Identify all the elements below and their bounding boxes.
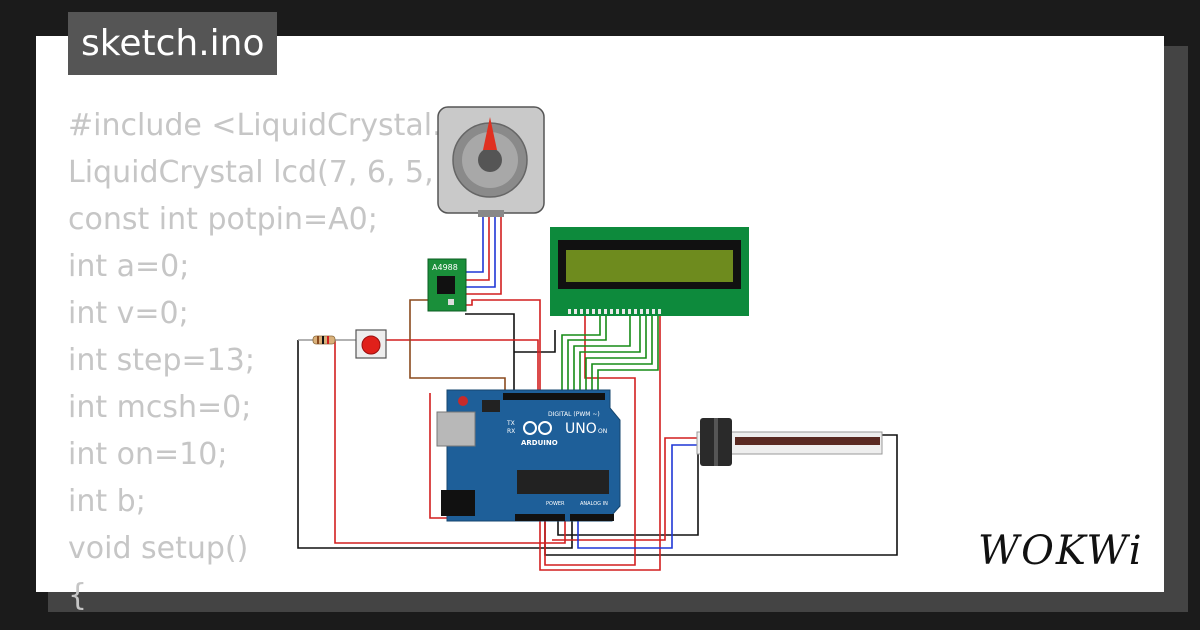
resistor[interactable] <box>298 335 358 345</box>
board-brand: ARDUINO <box>521 439 558 447</box>
code-preview: #include <LiquidCrystal.h LiquidCrystal … <box>68 102 462 619</box>
driver-label: A4988 <box>432 263 458 272</box>
wire-black <box>557 450 699 536</box>
wire-brown <box>409 299 506 395</box>
wire-black <box>297 340 573 549</box>
wire-red <box>466 215 490 281</box>
digital-header-label: DIGITAL (PWM ~) <box>548 411 600 418</box>
code-line: #include <LiquidCrystal.h <box>68 108 461 143</box>
lcd-display[interactable] <box>550 227 749 316</box>
wire-green <box>567 315 607 395</box>
file-tab[interactable]: sketch.ino <box>68 12 278 75</box>
wire-blue <box>466 215 484 273</box>
stepper-pointer-icon <box>483 117 497 150</box>
code-line: void setup() <box>68 531 249 566</box>
arduino-uno-board[interactable]: DIGITAL (PWM ~) TX RX ON ARDUINO UNO POW… <box>436 389 621 522</box>
code-line: const int potpin=A0; <box>68 202 378 237</box>
code-line: int mcsh=0; <box>68 390 252 425</box>
wire-red <box>544 315 636 566</box>
a4988-driver[interactable]: A4988 <box>427 258 467 312</box>
wire-black <box>514 330 556 353</box>
wire-green <box>561 315 601 395</box>
circuit-diagram[interactable]: A4988 <box>36 36 1164 592</box>
stepper-motor[interactable] <box>437 106 545 217</box>
wire-red <box>385 339 539 395</box>
wire-green <box>573 315 631 395</box>
code-line: { <box>68 578 88 613</box>
code-line: int on=10; <box>68 437 228 472</box>
wire-red <box>552 437 698 541</box>
project-preview-card[interactable]: #include <LiquidCrystal.h LiquidCrystal … <box>36 36 1164 613</box>
wire-green <box>591 315 653 395</box>
wokwi-logo: WOKWi <box>978 528 1144 574</box>
power-header <box>515 514 565 521</box>
analog-label: ANALOG IN <box>580 501 608 507</box>
wire-red <box>466 299 541 395</box>
code-line: int v=0; <box>68 296 189 331</box>
wire-red <box>334 340 566 544</box>
code-line: int step=13; <box>68 343 255 378</box>
wire-black <box>465 313 515 395</box>
on-label: ON <box>598 428 607 435</box>
wire-red <box>539 315 661 571</box>
digital-header <box>503 393 605 400</box>
wire-green <box>597 315 659 395</box>
wire-blue <box>466 215 496 288</box>
arduino-infinity-icon <box>523 421 552 435</box>
board-model: UNO <box>565 421 597 437</box>
power-label: POWER <box>546 501 565 507</box>
slide-potentiometer[interactable] <box>696 418 883 466</box>
atmega-chip <box>517 470 609 494</box>
rx-label: RX <box>507 428 515 435</box>
analog-header <box>570 514 614 521</box>
tx-label: TX <box>506 420 515 427</box>
code-line: int b; <box>68 484 146 519</box>
wire-red <box>466 215 502 295</box>
push-button[interactable] <box>355 329 387 359</box>
code-line: int a=0; <box>68 249 190 284</box>
wire-green <box>585 315 647 395</box>
wire-blue <box>577 444 698 549</box>
wire-green <box>579 315 641 395</box>
